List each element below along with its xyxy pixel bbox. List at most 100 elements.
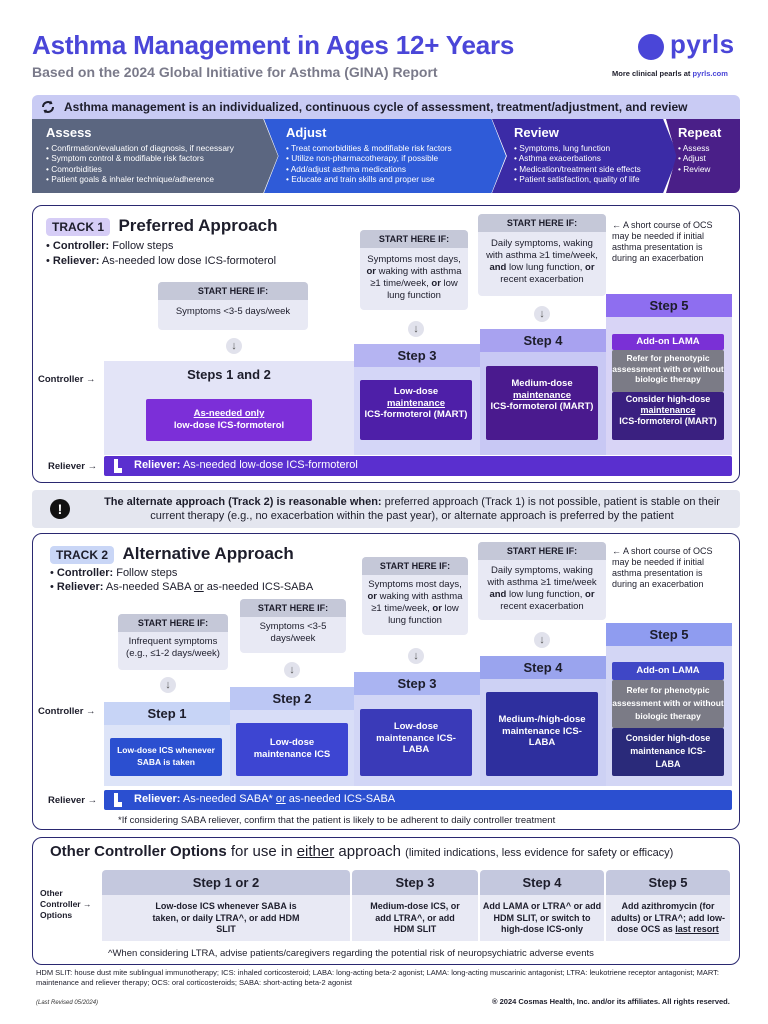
start-or: or bbox=[366, 266, 376, 277]
phase-title: Assess bbox=[46, 125, 92, 140]
step-text: low-dose ICS-formoterol bbox=[173, 419, 285, 431]
phase-item: Add/adjust asthma medications bbox=[286, 164, 498, 174]
reliever-label: Reliever: bbox=[134, 459, 181, 471]
track2-header: TRACK 2 Alternative Approach bbox=[50, 544, 294, 564]
start-head: START HERE IF: bbox=[360, 230, 468, 248]
phase-title: Repeat bbox=[678, 125, 722, 140]
start-text: waking with asthma ≥1 time/week, bbox=[370, 266, 462, 289]
step-text: ICS-formoterol (MART) bbox=[490, 401, 594, 412]
page-title: Asthma Management in Ages 12+ Years bbox=[32, 30, 515, 60]
track2-step3-box: Low-dose maintenance ICS-LABA bbox=[360, 709, 472, 776]
track2-footnote: *If considering SABA reliever, confirm t… bbox=[118, 815, 556, 826]
phase-item: Symptom control & modifiable risk factor… bbox=[46, 153, 270, 163]
exclamation-icon: ! bbox=[50, 499, 70, 519]
start-body: Symptoms <3-5 days/week bbox=[259, 621, 327, 644]
bullet-label: Controller: bbox=[52, 240, 110, 252]
track2-controller-row-label: Controller → bbox=[38, 706, 96, 717]
step-heading: Step 4 bbox=[480, 329, 606, 352]
step-text: maintenance bbox=[640, 405, 696, 415]
track2-title: Alternative Approach bbox=[122, 544, 294, 563]
track1-title: Preferred Approach bbox=[118, 216, 278, 235]
track2-step5-high-dose: Consider high-dose maintenance ICS-LABA bbox=[612, 728, 724, 776]
track1-panel bbox=[32, 205, 740, 483]
opt-body: Medium-dose ICS, or add LTRA^, or add HD… bbox=[352, 895, 478, 941]
opt-heading: Step 1 or 2 bbox=[102, 870, 350, 895]
track2-reliever-bullet: • Reliever: As-needed SABA or as-needed … bbox=[50, 581, 314, 593]
phase-item: Patient satisfaction, quality of life bbox=[514, 174, 670, 184]
inhaler-icon bbox=[114, 459, 122, 473]
arrow-down-icon: ↓ bbox=[534, 632, 550, 648]
arrow-down-icon: ↓ bbox=[160, 677, 176, 693]
reliever-text: As-needed low-dose ICS-formoterol bbox=[182, 459, 358, 471]
phase-item: Confirmation/evaluation of diagnosis, if… bbox=[46, 143, 270, 153]
arrow-down-icon: ↓ bbox=[534, 306, 550, 322]
cycle-refresh-icon bbox=[42, 100, 54, 114]
start-text: Daily symptoms, waking with asthma ≥1 ti… bbox=[486, 238, 598, 261]
track1-controller-row-label: Controller → bbox=[38, 374, 96, 385]
track2-reliever-bar: Reliever: As-needed SABA* or as-needed I… bbox=[104, 790, 732, 810]
start-head: START HERE IF: bbox=[478, 214, 606, 232]
track2-start-step4: START HERE IF: Daily symptoms, waking wi… bbox=[478, 542, 606, 620]
track1-controller-bullet: • Controller: Follow steps bbox=[46, 240, 174, 252]
pyrls-logo[interactable]: pyrls bbox=[638, 29, 748, 62]
abbreviations: HDM SLIT: house dust mite sublingual imm… bbox=[36, 968, 719, 987]
track1-badge: TRACK 1 bbox=[46, 218, 111, 236]
title-bold: Other Controller Options bbox=[50, 843, 227, 860]
start-or: or bbox=[585, 262, 595, 273]
start-text: recent exacerbation bbox=[500, 601, 584, 612]
start-text: Symptoms most days, bbox=[367, 254, 461, 265]
pyrls-link[interactable]: pyrls.com bbox=[692, 69, 728, 78]
other-col-step12: Step 1 or 2 Low-dose ICS whenever SABA i… bbox=[102, 870, 350, 941]
track2-step2-box: Low-dose maintenance ICS bbox=[236, 723, 348, 776]
other-col-step5: Step 5 Add azithromycin (for adults) or … bbox=[606, 870, 730, 941]
arrow-down-icon: ↓ bbox=[226, 338, 242, 354]
cycle-banner-text: Asthma management is an individualized, … bbox=[64, 100, 688, 114]
inhaler-icon bbox=[114, 793, 122, 807]
other-col-step4: Step 4 Add LAMA or LTRA^ or add HDM SLIT… bbox=[480, 870, 604, 941]
track2-start-step3: START HERE IF: Symptoms most days, or wa… bbox=[362, 557, 468, 635]
track1-header: TRACK 1 Preferred Approach bbox=[46, 216, 278, 236]
cycle-banner: Asthma management is an individualized, … bbox=[32, 95, 740, 119]
start-text: recent exacerbation bbox=[500, 274, 584, 285]
track2-ocs-note: ← A short course of OCS may be needed if… bbox=[612, 546, 713, 589]
phase-item: Medication/treatment side effects bbox=[514, 164, 670, 174]
alternate-note-body: preferred approach (Track 1) is not poss… bbox=[150, 496, 720, 522]
phase-assess: Assess Confirmation/evaluation of diagno… bbox=[32, 119, 278, 193]
phase-item: Comorbidities bbox=[46, 164, 270, 174]
start-text: low lung function, bbox=[508, 589, 583, 600]
step-heading: Steps 1 and 2 bbox=[187, 367, 271, 382]
alternate-note-text: The alternate approach (Track 2) is reas… bbox=[92, 495, 732, 523]
opt-body: Low-dose ICS whenever SABA is taken, or … bbox=[102, 895, 350, 941]
track1-start-steps12: START HERE IF: Symptoms <3-5 days/week bbox=[158, 282, 308, 330]
title-text: for use in bbox=[230, 843, 293, 860]
opt-heading: Step 4 bbox=[480, 870, 604, 895]
track1-step5-lama: Add-on LAMA bbox=[612, 334, 724, 350]
other-options-title: Other Controller Options for use in eith… bbox=[50, 843, 673, 860]
title-underlined: either bbox=[296, 843, 335, 860]
track2-controller-bullet: • Controller: Follow steps bbox=[50, 567, 178, 579]
opt-body: Add LAMA or LTRA^ or add HDM SLIT, or sw… bbox=[480, 895, 604, 941]
other-footnote: ^When considering LTRA, advise patients/… bbox=[108, 948, 594, 959]
phase-item: Treat comorbidities & modifiable risk fa… bbox=[286, 143, 498, 153]
start-or: or bbox=[431, 278, 441, 289]
track1-reliever-bar: Reliever: As-needed low-dose ICS-formote… bbox=[104, 456, 732, 476]
copyright: ® 2024 Cosmas Health, Inc. and/or its af… bbox=[492, 997, 730, 1006]
track2-start-step1: START HERE IF: Infrequent symptoms (e.g.… bbox=[118, 614, 228, 670]
arrow-down-icon: ↓ bbox=[284, 662, 300, 678]
phase-item: Review bbox=[678, 164, 732, 174]
alternate-approach-note: ! The alternate approach (Track 2) is re… bbox=[32, 490, 740, 528]
start-text: Daily symptoms, waking with asthma ≥1 ti… bbox=[487, 565, 597, 588]
start-or: or bbox=[432, 603, 442, 614]
opt-text: Add azithromycin (for adults) or LTRA^; … bbox=[610, 901, 726, 934]
track1-step5-refer: Refer for phenotypic assessment with or … bbox=[612, 350, 724, 392]
opt-text-underlined: last resort bbox=[675, 924, 719, 934]
bullet-label: Controller: bbox=[56, 567, 114, 579]
step-text: maintenance bbox=[386, 397, 446, 409]
start-head: START HERE IF: bbox=[118, 614, 228, 632]
step-heading: Step 5 bbox=[606, 294, 732, 317]
phase-item: Asthma exacerbations bbox=[514, 153, 670, 163]
step-heading: Step 4 bbox=[480, 656, 606, 679]
track2-reliever-row-label: Reliever → bbox=[48, 795, 98, 806]
